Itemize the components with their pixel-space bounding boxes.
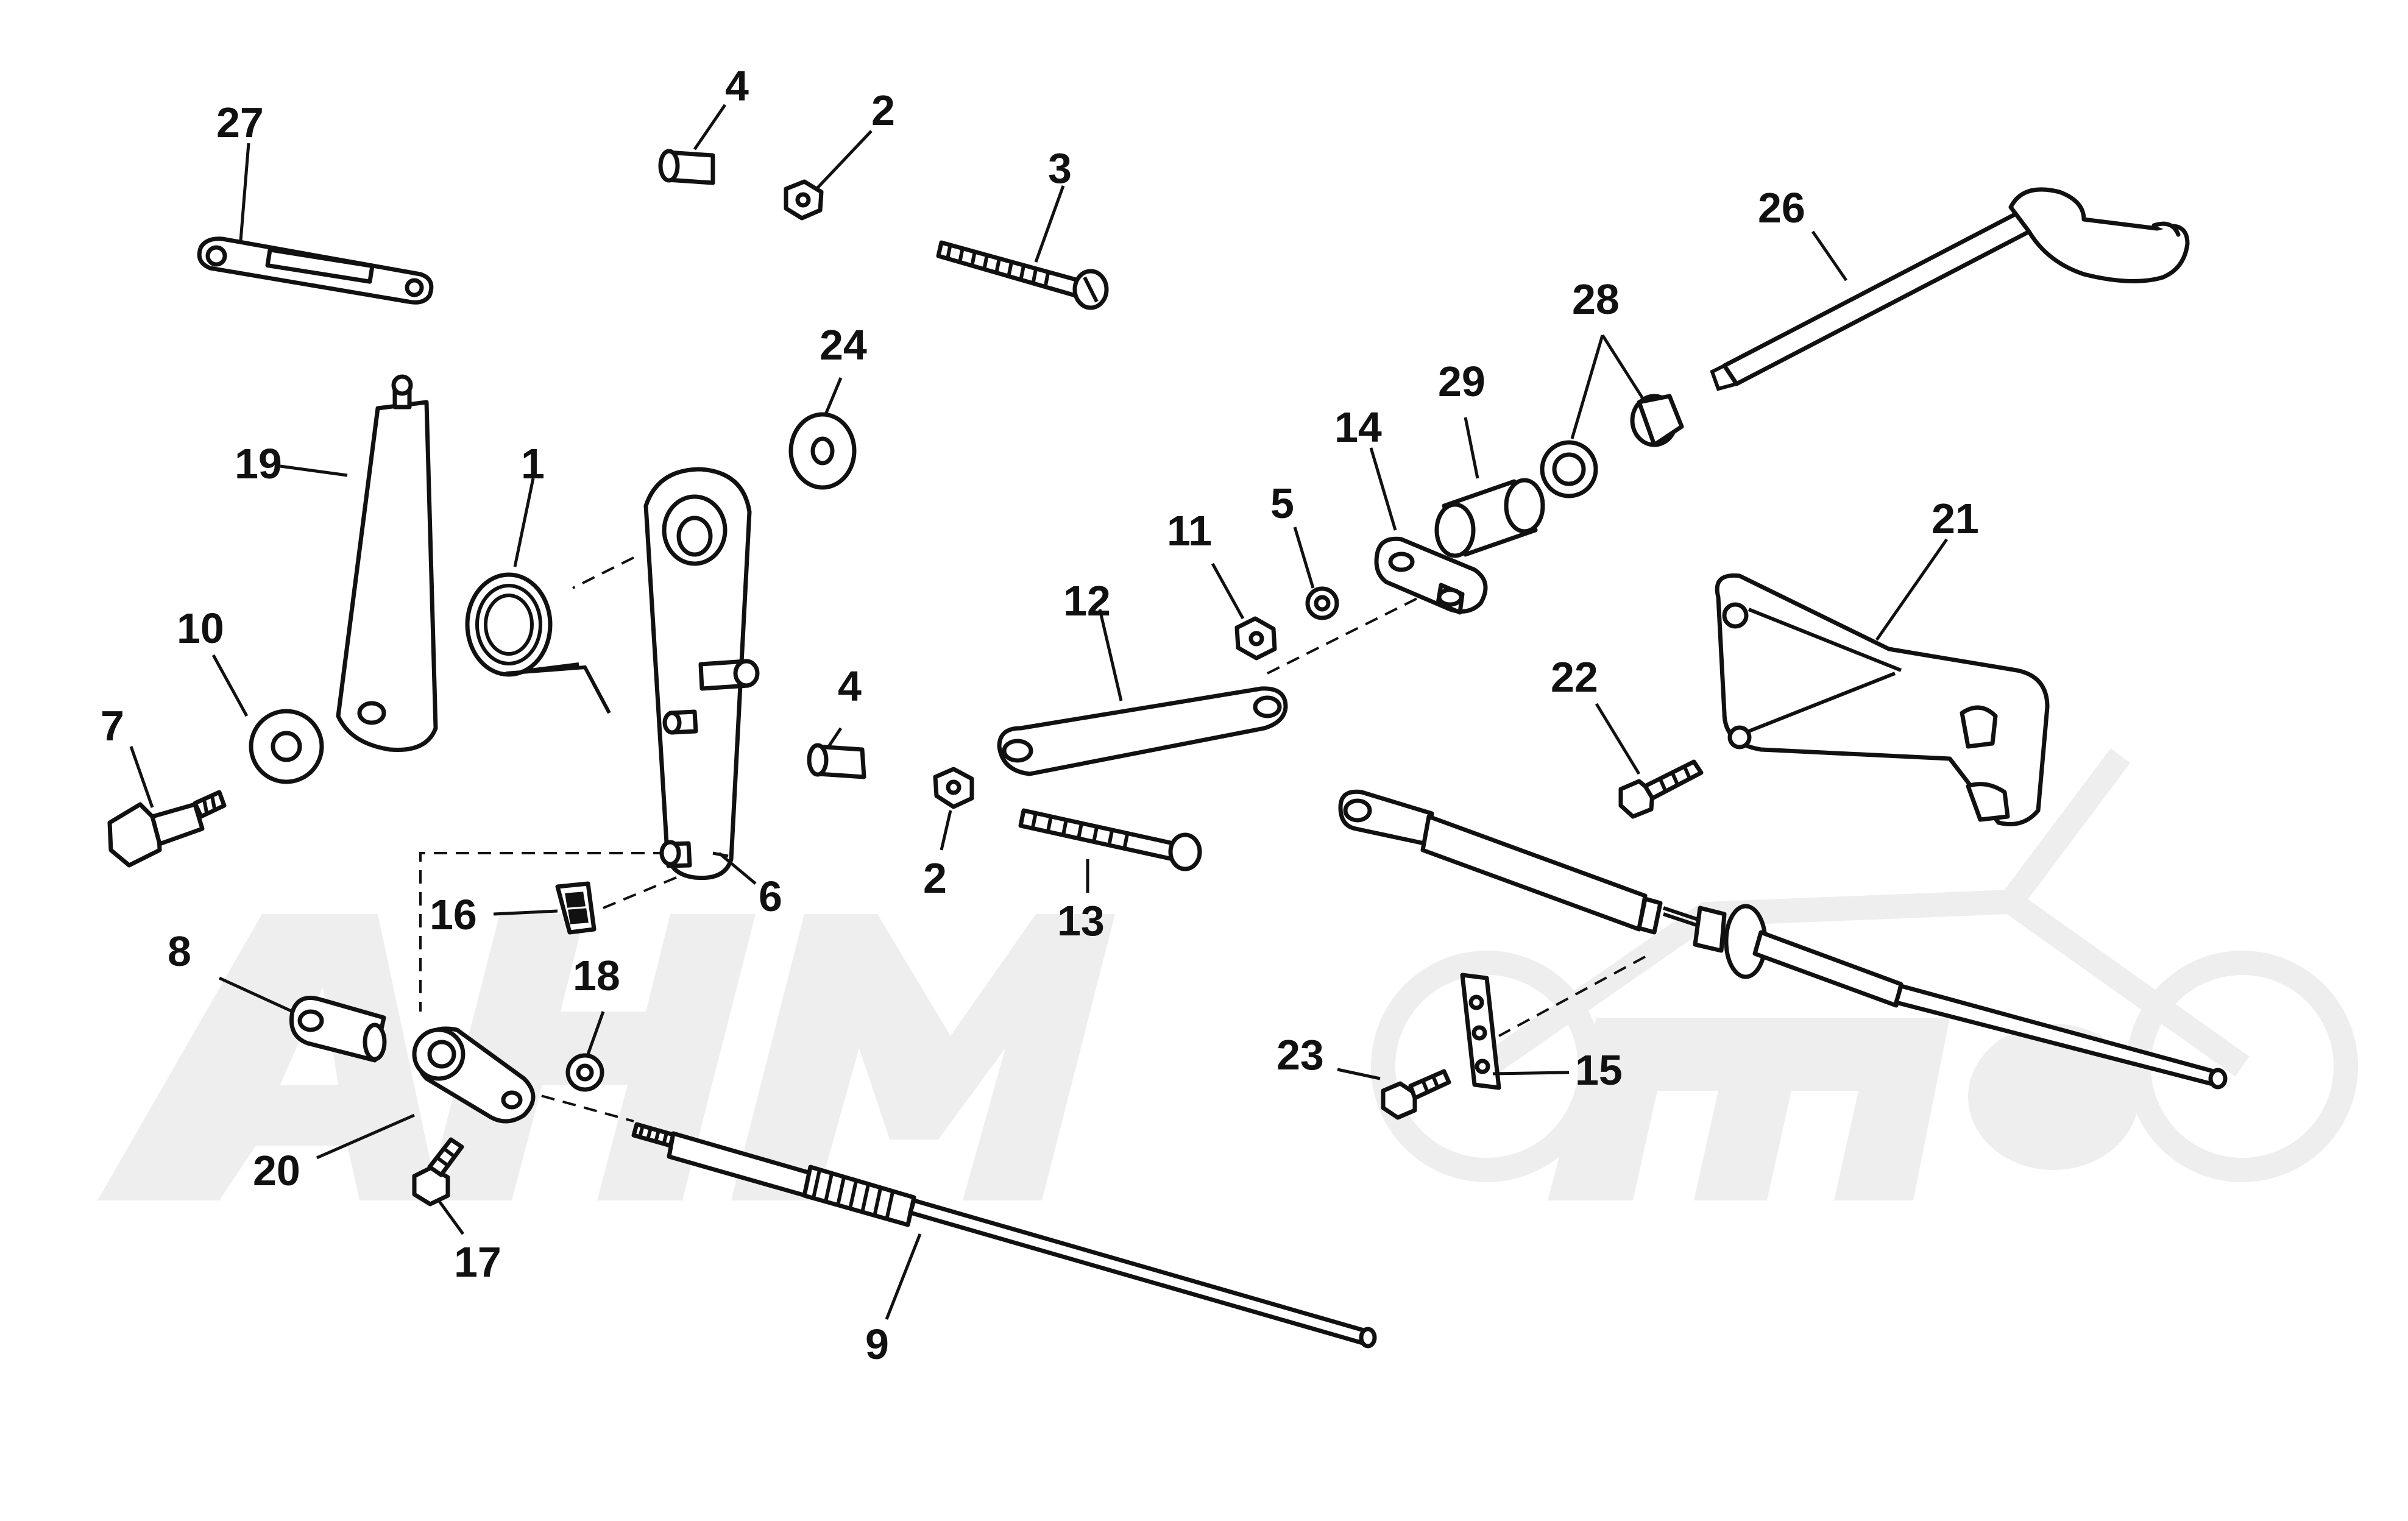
part-29-sleeve [1434,478,1545,558]
callout-19: 19 [235,440,282,488]
callout-3: 3 [1048,144,1072,192]
callout-7: 7 [101,702,124,750]
part-3-screw [936,240,1109,310]
part-28-bushing-left [1540,440,1598,498]
part-28-bushing-right [1630,394,1684,447]
part-18-washer [565,1053,604,1092]
part-14-screw [1018,808,1202,871]
callout-13: 14 [1334,403,1382,451]
part-15-plate [1460,973,1501,1090]
part-19-lever [336,374,438,753]
part-7-bolt [107,790,227,868]
part-23-washer [788,412,857,490]
part-2-nut-mid [933,767,974,809]
watermark [97,748,2358,1200]
callout-4-top: 4 [725,62,749,110]
callout-9: 9 [865,1321,889,1368]
part-8-clevis [289,996,387,1063]
part-21-bracket [1715,573,2050,826]
callout-23: 24 [820,321,867,369]
part-27-link [197,236,434,305]
part-11-nut [1234,616,1277,661]
callout-5: 5 [1270,480,1294,527]
callout-27: 27 [216,99,264,146]
callout-6: 6 [759,873,782,920]
callout-4-mid: 4 [838,662,862,710]
part-17-screw [412,1137,464,1207]
callout-2-top: 2 [871,87,895,134]
part-9-cable [631,1122,1377,1349]
callout-17: 17 [454,1238,501,1286]
callout-18: 18 [573,952,620,999]
callout-11: 11 [1167,507,1212,555]
part-2-nut-top [784,179,824,221]
callout-28: 28 [1572,275,1620,323]
callout-12: 12 [1063,577,1111,625]
callout-29: 29 [1438,358,1486,405]
callout-22: 22 [1551,653,1598,701]
callout-2-mid: 2 [923,854,947,902]
part-26-shaft [1710,187,2190,391]
callout-1: 1 [521,440,545,488]
part-13-link-plate [1374,536,1488,615]
callout-26: 26 [1758,184,1805,232]
part-4-bushing-mid [807,743,866,779]
part-12-link [997,686,1288,776]
callout-20: 20 [253,1147,300,1194]
callout-labels: 27 4 2 3 24 19 1 10 7 4 2 13 12 11 5 14 … [101,62,1979,1368]
part-10-washer [249,709,324,784]
callout-16: 16 [430,891,477,938]
callout-24: 23 [1277,1031,1324,1079]
callout-8: 8 [168,927,191,975]
part-1-spring [465,572,611,714]
part-24-screw [1381,1069,1451,1120]
part-20-connector [412,1026,536,1124]
part-5-washer [1305,586,1339,620]
callout-15: 15 [1575,1046,1623,1094]
callout-10: 10 [177,604,224,652]
leader-lines [129,104,1949,1320]
part-16-clip [555,881,597,935]
part-22-screw [1618,759,1704,819]
callout-21: 21 [1932,495,1979,542]
part-4-bushing-top [658,149,715,185]
callout-14: 13 [1057,897,1105,945]
right-cable-assembly [1338,789,2228,1090]
part-6-lever [643,467,760,881]
